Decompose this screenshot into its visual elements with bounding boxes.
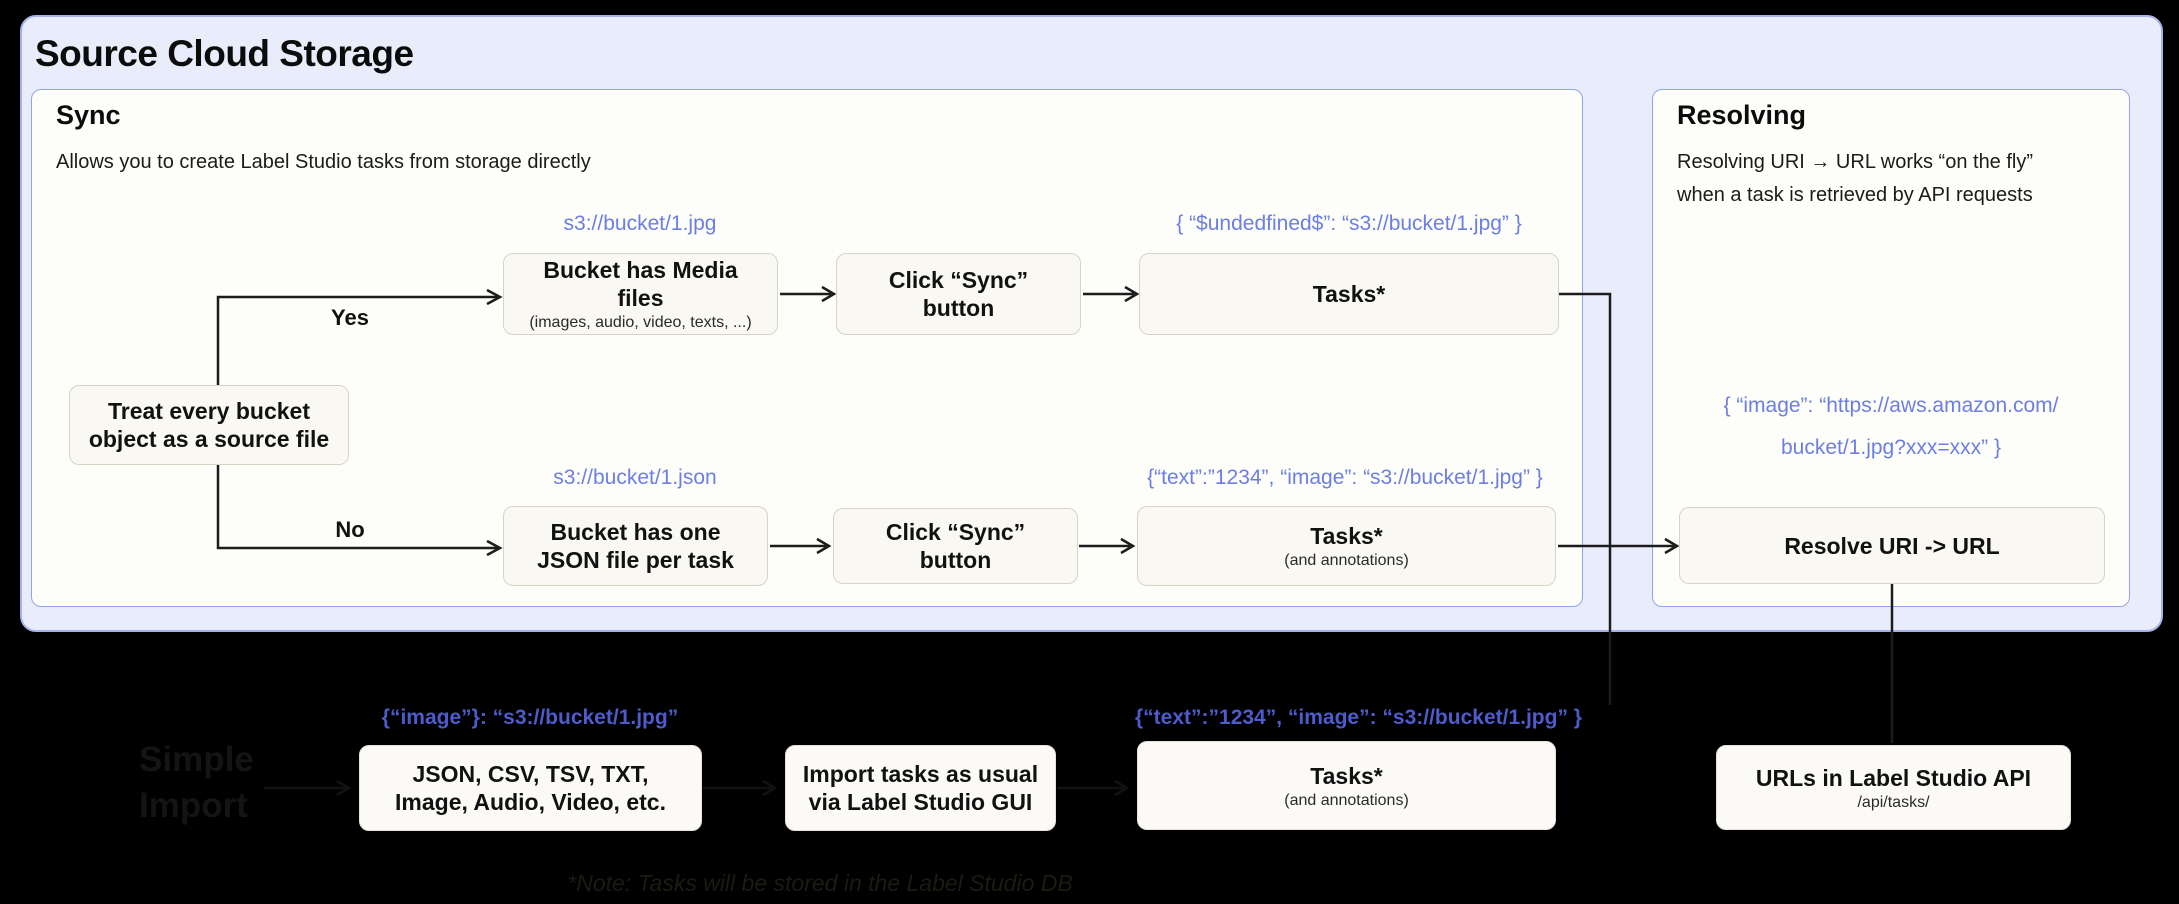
node-title: URLs in Label Studio API	[1755, 764, 2032, 791]
json-label-bottom1: {“image”}: “s3://bucket/1.jpg”	[381, 706, 679, 729]
yes-label: Yes	[331, 305, 369, 330]
json-label-bottom2: {“text”:”1234”, “image”: “s3://bucket/1.…	[1135, 706, 1582, 729]
node-bucket-media-files: Bucket has Media files (images, audio, v…	[503, 253, 778, 335]
sync-title: Sync	[56, 100, 121, 130]
no-label: No	[335, 517, 365, 542]
node-tasks-bottom: Tasks* (and annotations)	[1137, 741, 1556, 830]
node-click-sync-row1: Click “Sync” button	[836, 253, 1081, 335]
node-subtitle: /api/tasks/	[1857, 793, 1930, 811]
node-bucket-json-file: Bucket has one JSON file per task	[503, 506, 768, 586]
resolving-json-label: { “image”: “https://aws.amazon.com/ buck…	[1723, 394, 2059, 459]
json-label-row1: { “$undedfined$”: “s3://bucket/1.jpg” }	[1176, 212, 1522, 235]
resolving-subtitle-line2: when a task is retrieved by API requests	[1677, 184, 2033, 206]
node-subtitle: (and annotations)	[1284, 552, 1409, 569]
resolving-title: Resolving	[1677, 100, 1807, 130]
node-click-sync-row2: Click “Sync” button	[833, 508, 1078, 584]
node-title: Click “Sync” button	[888, 267, 1029, 321]
node-title: Treat every bucket object as a source fi…	[88, 398, 330, 452]
node-urls-api: URLs in Label Studio API /api/tasks/	[1716, 745, 2071, 830]
node-subtitle: (images, audio, video, texts, ...)	[529, 314, 752, 331]
node-title: Tasks*	[1310, 523, 1383, 549]
node-title: Resolve URI -> URL	[1784, 532, 2000, 559]
node-title: Bucket has one JSON file per task	[537, 519, 734, 573]
simple-import-title: Simple Import	[139, 740, 254, 825]
node-title: Bucket has Media files	[543, 257, 738, 311]
node-treat-every-bucket: Treat every bucket object as a source fi…	[69, 385, 349, 465]
page-title: Source Cloud Storage	[35, 33, 414, 74]
node-tasks-row1: Tasks*	[1139, 253, 1559, 335]
node-tasks-row2: Tasks* (and annotations)	[1137, 506, 1556, 586]
node-resolve-uri-url: Resolve URI -> URL	[1679, 507, 2105, 584]
uri-label-row1: s3://bucket/1.jpg	[563, 212, 717, 235]
resolving-subtitle-line1: Resolving URI → URL works “on the fly”	[1677, 151, 2034, 173]
node-file-formats: JSON, CSV, TSV, TXT, Image, Audio, Video…	[359, 745, 702, 831]
json-label-row2: {“text”:”1234”, “image”: “s3://bucket/1.…	[1147, 466, 1543, 489]
node-import-tasks-gui: Import tasks as usual via Label Studio G…	[785, 745, 1056, 831]
footnote: *Note: Tasks will be stored in the Label…	[567, 870, 1073, 896]
node-title: Import tasks as usual via Label Studio G…	[802, 761, 1039, 815]
sync-subtitle: Allows you to create Label Studio tasks …	[56, 151, 591, 173]
node-title: Tasks*	[1312, 281, 1386, 307]
node-subtitle: (and annotations)	[1284, 791, 1409, 809]
uri-label-row2: s3://bucket/1.json	[553, 466, 717, 489]
resolving-subtitle: Resolving URI → URL works “on the fly” w…	[1677, 146, 2077, 212]
node-title: JSON, CSV, TSV, TXT, Image, Audio, Video…	[395, 761, 666, 815]
node-title: Tasks*	[1310, 762, 1383, 789]
node-title: Click “Sync” button	[885, 519, 1026, 573]
